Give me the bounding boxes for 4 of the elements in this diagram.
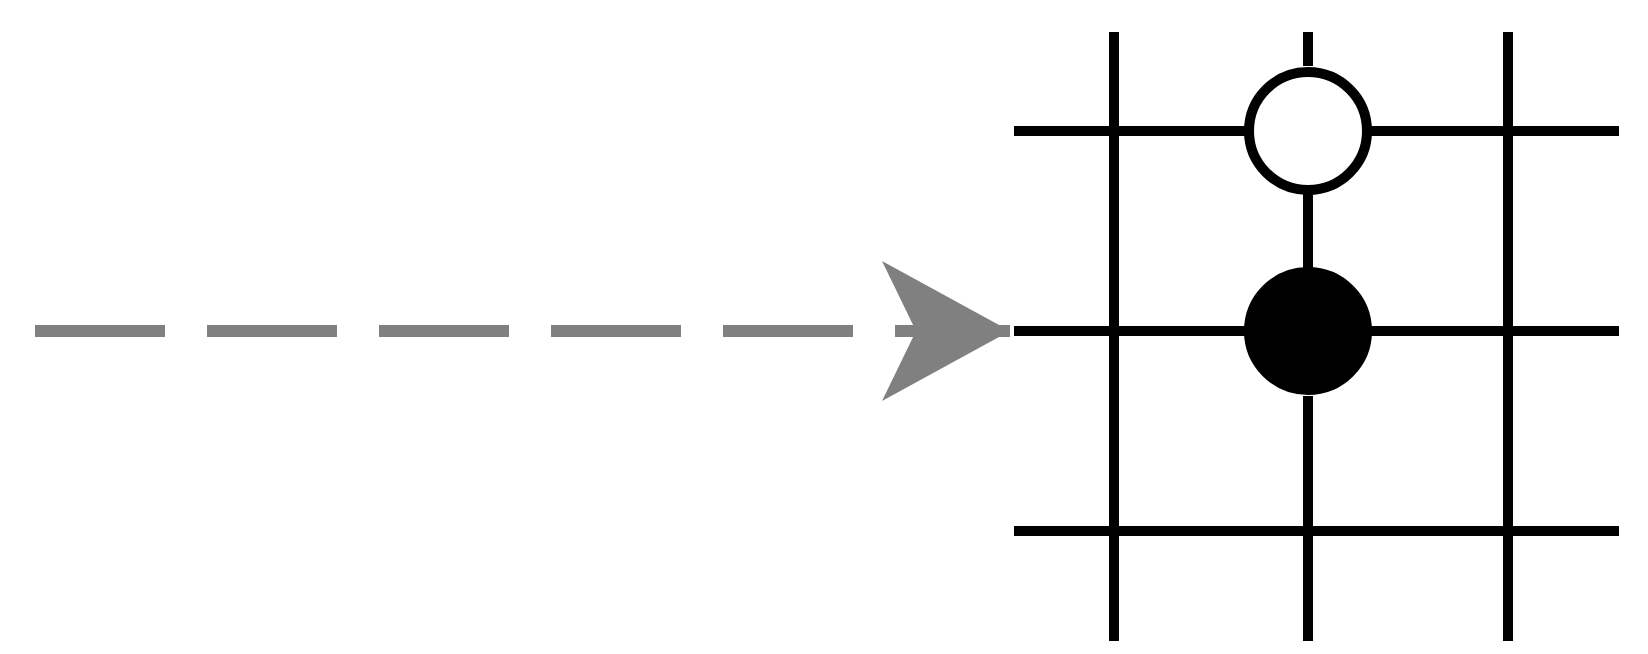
filled-circle [1243, 266, 1373, 396]
open-circle [1243, 66, 1373, 196]
dashed-arrow [35, 261, 1010, 401]
connector-line [1303, 192, 1313, 270]
